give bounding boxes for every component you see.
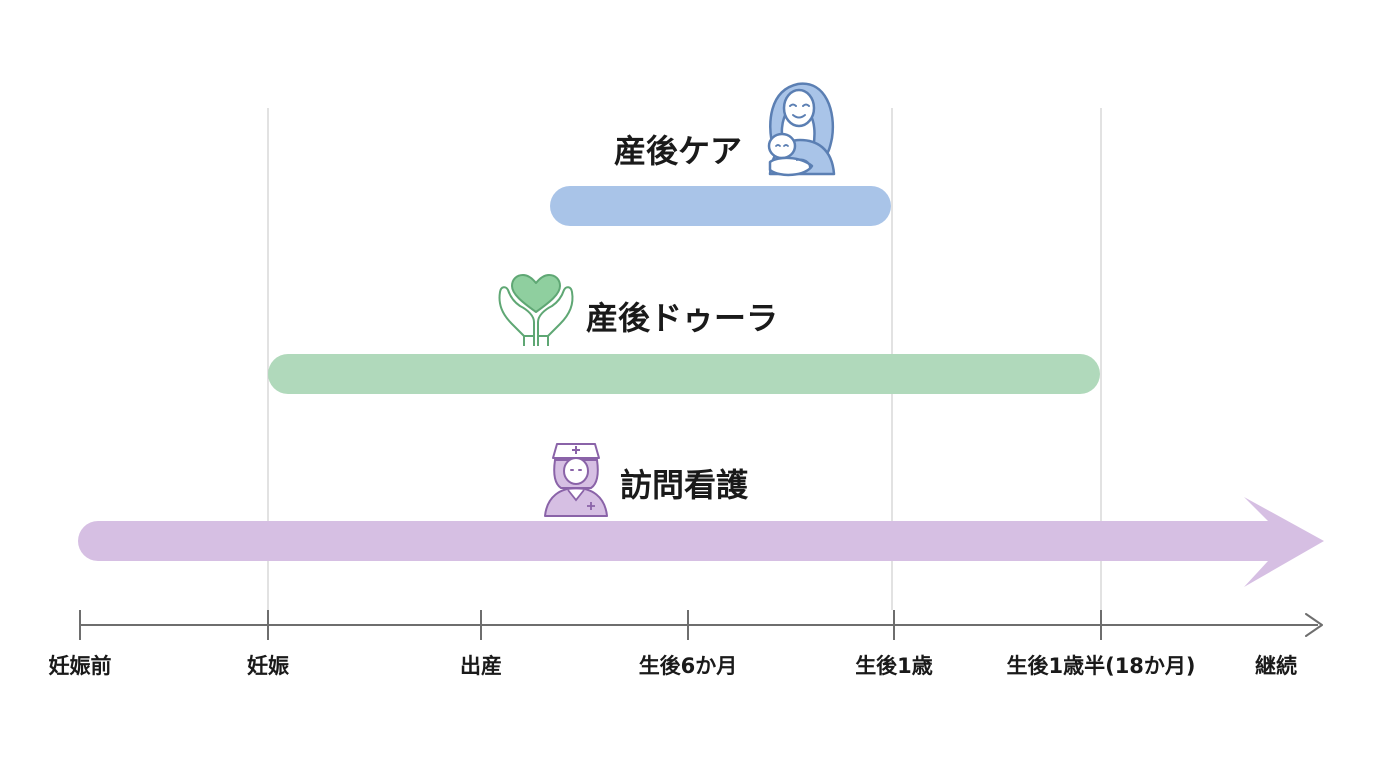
band-label-postpartum-doula: 産後ドゥーラ xyxy=(586,299,778,337)
tick-label-pre-pregnancy: 妊娠前 xyxy=(49,654,112,678)
axis-arrowhead xyxy=(1305,613,1323,637)
band-arrow-home-nursing xyxy=(78,497,1324,587)
tick-label-birth: 出産 xyxy=(460,654,502,678)
tick-label-ongoing: 継続 xyxy=(1255,654,1297,678)
tick-label-pregnancy: 妊娠 xyxy=(247,654,290,678)
band-label-postpartum-care: 産後ケア xyxy=(614,132,742,170)
timeline-axis: 妊娠前 妊娠 出産 生後6か月 生後1歳 生後1歳半(18か月) 継続 xyxy=(49,610,1323,678)
nurse-icon xyxy=(544,443,608,517)
heart-hands-icon xyxy=(498,274,574,346)
mother-baby-icon xyxy=(767,82,836,177)
band-home-nursing: 訪問看護 xyxy=(78,443,1324,587)
tick-label-6-months: 生後6か月 xyxy=(639,654,738,678)
band-postpartum-doula: 産後ドゥーラ xyxy=(268,274,1100,394)
tick-label-1-year: 生後1歳 xyxy=(855,654,933,678)
band-postpartum-care: 産後ケア xyxy=(550,82,891,226)
tick-label-18-months: 生後1歳半(18か月) xyxy=(1006,654,1195,678)
band-bar-postpartum-care xyxy=(550,186,891,226)
band-bar-postpartum-doula xyxy=(268,354,1100,394)
band-label-home-nursing: 訪問看護 xyxy=(620,466,749,504)
